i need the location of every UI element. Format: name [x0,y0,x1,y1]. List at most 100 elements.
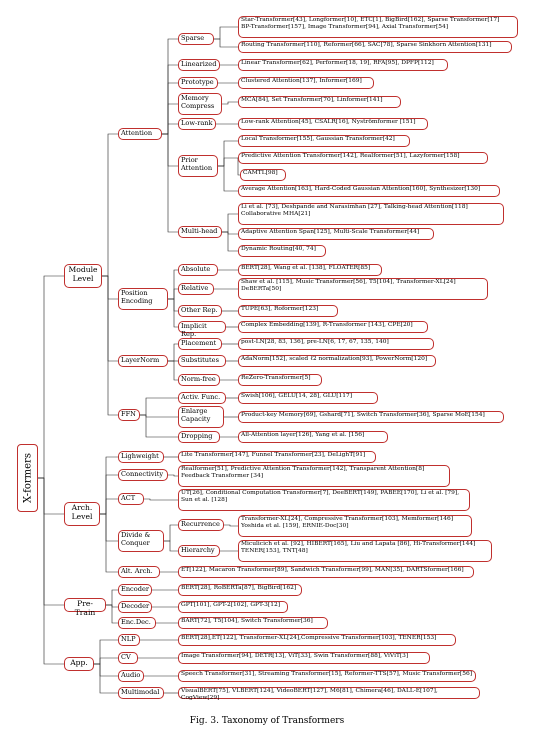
node-mm1: VisualBERT[75], VLBERT[124], VideoBERT[1… [178,687,480,701]
edge-root-arch [38,477,64,515]
node-rc1: Transformer-XL[24], Compressive Transfor… [238,515,472,537]
node-nlp: NLP [118,634,140,646]
node-pr3: CAMTL[98] [240,169,286,181]
node-linearized: Linearized [178,59,220,71]
edge-divide-hierarchy [164,540,178,552]
node-cv1: Image Transformer[94], DETR[13], ViT[33]… [178,652,430,664]
node-lightweight: Lighweight [118,451,164,463]
node-arch: Arch. Level [64,502,100,526]
edge-layernorm-placement [168,343,178,362]
node-layernorm: LayerNorm [118,355,168,367]
node-lr1: Low-rank Attention[45], CSALR[16], Nystr… [238,118,428,130]
node-s2: Routing Transformer[110], Reformer[66], … [238,41,512,53]
edge-attention-prior [162,133,178,167]
edge-arch-altarch [100,513,118,573]
node-mem1: MCA[84], Set Transformer[70], Linformer[… [238,96,401,108]
node-mh1: Li et al. [73], Deshpande and Narasimhan… [238,203,504,225]
node-ffn: FFN [118,409,140,421]
edge-module-attention [102,133,118,277]
edge-root-pretrain [38,477,64,606]
node-activ: Activ. Func. [178,392,226,404]
node-otherrep: Other Rep. [178,305,222,317]
node-cv: CV [118,652,138,664]
edge-root-app [38,477,64,665]
edge-ffn-activ [140,397,178,416]
node-placement: Placement [178,338,222,350]
node-posenc: Position Encoding [118,288,168,310]
edge-divide-recurrence [164,524,178,542]
edge-prior-pr4 [218,165,238,192]
edge-arch-connectivity [100,474,118,515]
edge-attention-lowrank [162,123,178,135]
node-lw1: Lite Transformer[147], Funnel Transforme… [178,451,376,463]
edge-layernorm-normfree [168,360,178,381]
node-decoder: Decoder [118,601,152,613]
node-connectivity: Connectivity [118,469,168,481]
node-audio: Audio [118,670,144,682]
node-attention: Attention [118,128,162,140]
edge-pretrain-encdec [106,604,118,624]
edge-module-ffn [102,275,118,416]
node-ot1: TUPE[63], Roformer[123] [238,305,338,317]
node-pl1: post-LN[28, 83, 136], pre-LN[6, 17, 67, … [238,338,434,350]
node-multihead: Multi-head [178,226,222,238]
node-co1: Realformer[51], Predictive Attention Tra… [178,465,450,487]
node-absolute: Absolute [178,264,218,276]
edge-posenc-relative [168,288,178,300]
node-nl1: BERT[28],ET[122], Transformer-XL[24],Com… [178,634,456,646]
node-pr4: Average Attention[163], Hard-Coded Gauss… [238,185,500,197]
node-hierarchy: Hierarchy [178,545,220,557]
node-altarch: Alt. Arch. [118,566,160,578]
edge-arch-act [100,498,118,515]
edge-recurrence-rc1 [224,524,238,527]
node-enlarge: Enlarge Capacity [178,406,224,428]
node-encoder: Encoder [118,584,152,596]
root-label: X-formers [22,453,33,503]
edge-connectivity-co1 [168,474,178,477]
edge-act-act1 [144,498,178,501]
node-lowrank: Low-rank [178,118,216,130]
node-substitutes: Substitutes [178,355,226,367]
edge-arch-lightweight [100,456,118,515]
node-app: App. [64,657,94,671]
node-memcomp: Memory Compress [178,93,222,115]
edge-app-audio [94,663,118,677]
edge-sparse-s1 [214,26,238,40]
edge-attention-prototype [162,82,178,135]
edge-multihead-mh1 [222,213,238,233]
edge-sparse-s2 [214,38,238,48]
edge-module-layernorm [102,275,118,362]
edge-multihead-mh3 [222,231,238,252]
node-normfree: Norm-free [178,374,220,386]
edge-posenc-absolute [168,269,178,300]
node-ac1: Swish[106], GELU[14, 28], GLU[117] [238,392,378,404]
node-prototype: Prototype [178,77,218,89]
edge-prior-pr2 [218,157,238,167]
root-node: X-formers [17,444,38,512]
node-lin1: Linear Transformer[62], Performer[18, 19… [238,59,448,71]
edge-app-cv [94,657,118,665]
node-s1: Star-Transformer[43], Longformer[10], ET… [238,16,518,38]
node-su1: AdaNorm[152], scaled ℓ2 normalization[93… [238,355,436,367]
node-pr2: Predictive Attention Transformer[142], R… [238,152,488,164]
node-pro1: Clustered Attention[137], Informer[169] [238,77,374,89]
node-dropping: Dropping [178,431,220,443]
node-dc1: GPT[101], GPT-2[102], GPT-3[12] [178,601,288,613]
edge-root-module [38,275,64,479]
node-ab1: BERT[28], Wang et al. [138], FLOATER[85] [238,264,382,276]
node-en1: Product-key Memory[69], Gshard[71], Swit… [238,411,504,423]
node-mh2: Adaptive Attention Span[125], Multi-Scal… [238,228,434,240]
node-pretrain: Pre-Train [64,598,106,617]
node-pr1: Local Transformer[155], Gaussian Transfo… [238,135,410,147]
edge-memcomp-mem1 [222,101,238,105]
edge-posenc-otherrep [168,298,178,312]
edge-app-multimodal [94,663,118,694]
node-act: ACT [118,493,144,505]
edge-posenc-implicit [168,298,178,328]
node-nf1: ReZero-Transformer[5] [238,374,322,386]
edge-ffn-dropping [140,414,178,438]
node-relative: Relative [178,283,214,295]
node-mh3: Dynamic Routing[40, 74] [238,245,326,257]
node-implicit: Implicit Rep. [178,321,226,338]
edge-arch-divide [100,513,118,542]
